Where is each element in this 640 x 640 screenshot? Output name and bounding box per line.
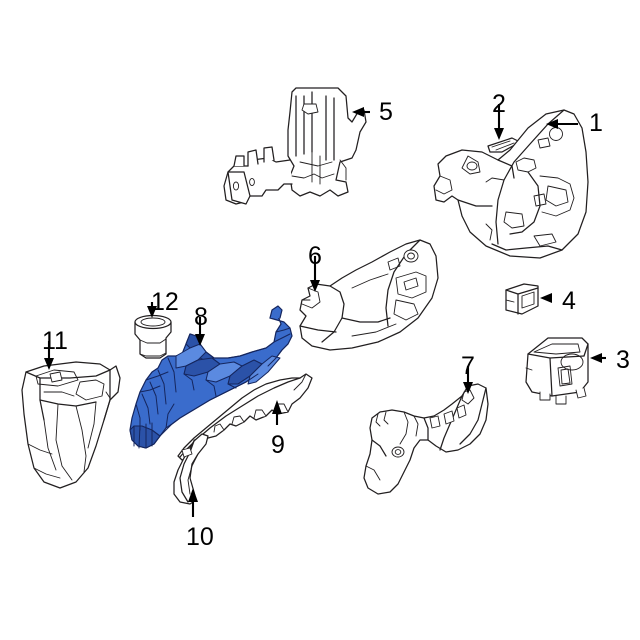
callout-label-6: 6 [308, 242, 322, 270]
callout-label-2: 2 [492, 90, 506, 118]
callout-arrow-9 [272, 400, 282, 425]
callout-label-7: 7 [461, 352, 475, 380]
part-5-console-mounting-bracket [223, 87, 367, 205]
callout-arrow-8 [195, 317, 205, 346]
part-12-console-grommet-bushing [134, 314, 172, 359]
part-11-console-side-panel [21, 361, 121, 489]
callout-arrow-4 [540, 293, 552, 303]
callout-arrow-2 [494, 104, 504, 140]
part-3-cup-holder-insert [525, 337, 589, 405]
callout-label-8: 8 [194, 303, 208, 331]
callout-arrows [44, 104, 606, 517]
callout-arrow-1 [546, 119, 578, 129]
callout-label-5: 5 [379, 98, 393, 126]
part-4-console-vent-cap [505, 283, 539, 315]
callout-arrow-6 [310, 256, 320, 292]
callout-label-11: 11 [42, 327, 68, 355]
callout-label-3: 3 [616, 346, 630, 374]
callout-arrow-12 [147, 302, 157, 318]
callout-label-1: 1 [589, 109, 603, 137]
callout-arrow-11 [44, 341, 54, 370]
callout-label-10: 10 [186, 523, 214, 551]
callout-label-12: 12 [151, 288, 179, 316]
part-2-console-clip-trim [487, 137, 521, 153]
part-1-center-console-body [433, 109, 589, 259]
part-8-console-reinforcement-panel [129, 305, 293, 449]
callout-arrow-3 [590, 353, 606, 363]
part-7-console-side-bracket [363, 383, 489, 495]
callout-label-4: 4 [562, 287, 576, 315]
callout-arrow-10 [188, 488, 198, 517]
callout-arrow-5 [352, 107, 370, 117]
callout-label-9: 9 [271, 431, 285, 459]
callout-arrow-7 [463, 366, 473, 394]
